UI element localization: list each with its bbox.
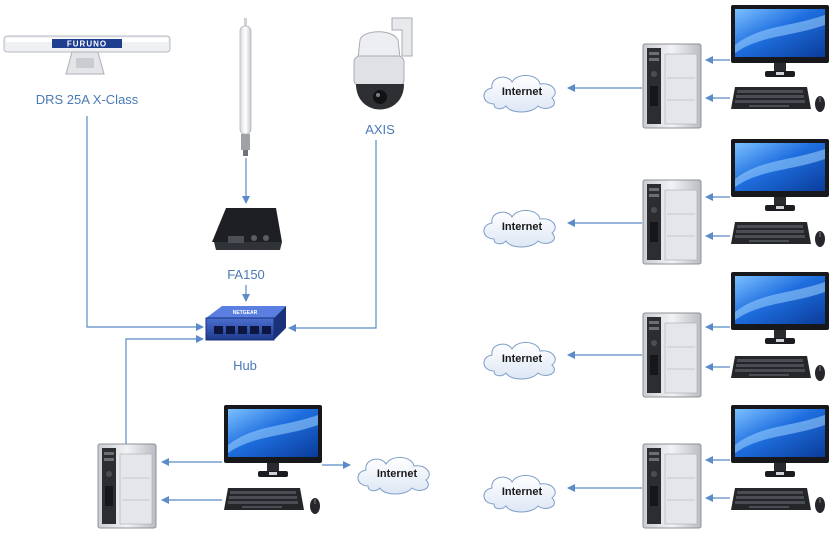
camera-to-hub-line [288, 140, 377, 332]
hub-brand: NETGEAR [233, 310, 258, 316]
ptz-camera-icon [353, 17, 413, 110]
keyboard-icon [731, 488, 811, 510]
keyboard-icon [731, 356, 811, 378]
workstation-3: Internet [483, 272, 829, 398]
workstation-1: Internet [483, 5, 829, 129]
mouse-icon [814, 230, 826, 248]
workstation-2: Internet [483, 139, 829, 265]
monitor-icon [731, 405, 829, 477]
radar-label: DRS 25A X-Class [36, 92, 139, 107]
monitor-icon [731, 139, 829, 211]
monitor-icon [224, 405, 322, 477]
internet-label: Internet [502, 221, 543, 233]
mouse-icon [309, 497, 321, 515]
radar-brand: FURUNO [67, 40, 107, 49]
hub-label: Hub [233, 358, 257, 373]
vhf-antenna-icon [239, 18, 252, 156]
desktop-tower-icon [642, 43, 702, 129]
internet-label: Internet [502, 86, 543, 98]
mouse-icon [814, 95, 826, 113]
desktop-tower-icon [642, 179, 702, 265]
mouse-icon [814, 496, 826, 514]
internet-label: Internet [502, 486, 543, 498]
keyboard-icon [224, 488, 304, 510]
internet-cloud: Internet [357, 456, 430, 495]
desktop-tower-icon [97, 443, 157, 529]
pc-to-hub-line [125, 335, 204, 445]
radar-antenna-icon: FURUNO [3, 35, 171, 75]
radar-to-hub-line [86, 116, 204, 331]
monitor-icon [731, 272, 829, 344]
ais-label: FA150 [227, 267, 265, 282]
monitor-icon [731, 5, 829, 77]
workstation-4: Internet [483, 405, 829, 529]
desktop-tower-icon [642, 312, 702, 398]
mouse-icon [814, 364, 826, 382]
internet-label: Internet [377, 468, 418, 480]
keyboard-icon [731, 87, 811, 109]
connector-lines [86, 116, 377, 504]
internet-label: Internet [502, 353, 543, 365]
keyboard-icon [731, 222, 811, 244]
ais-receiver-icon [212, 208, 282, 250]
desktop-tower-icon [642, 443, 702, 529]
camera-label: AXIS [365, 122, 395, 137]
network-hub-icon: NETGEAR [205, 306, 286, 341]
